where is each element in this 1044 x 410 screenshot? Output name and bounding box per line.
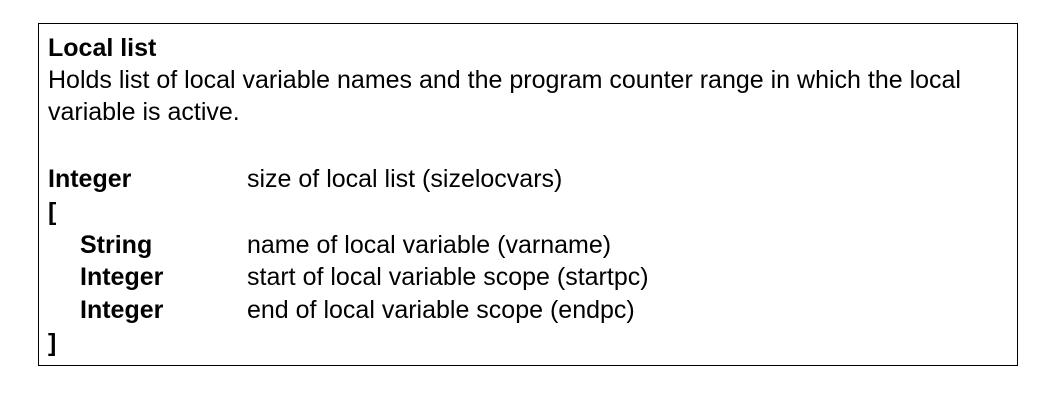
field-row-startpc: Integer start of local variable scope (s… (39, 261, 999, 294)
field-row-varname: String name of local variable (varname) (39, 229, 999, 262)
open-bracket-row: [ (39, 196, 999, 229)
open-bracket: [ (48, 198, 57, 226)
field-description: start of local variable scope (startpc) (247, 263, 649, 291)
section-description: Holds list of local variable names and t… (48, 66, 961, 126)
field-type: String (80, 231, 153, 259)
field-row-size: Integer size of local list (sizelocvars) (39, 163, 999, 196)
field-type: Integer (80, 263, 164, 291)
field-row-endpc: Integer end of local variable scope (end… (39, 294, 999, 327)
field-type: Integer (80, 296, 164, 324)
field-type: Integer (48, 165, 132, 193)
field-description: end of local variable scope (endpc) (247, 296, 635, 324)
close-bracket-row: ] (39, 327, 999, 360)
field-description: size of local list (sizelocvars) (247, 165, 563, 193)
local-list-box: Local list Holds list of local variable … (38, 23, 1018, 366)
field-description: name of local variable (varname) (247, 231, 612, 259)
section-title: Local list (48, 34, 157, 62)
close-bracket: ] (48, 329, 57, 357)
